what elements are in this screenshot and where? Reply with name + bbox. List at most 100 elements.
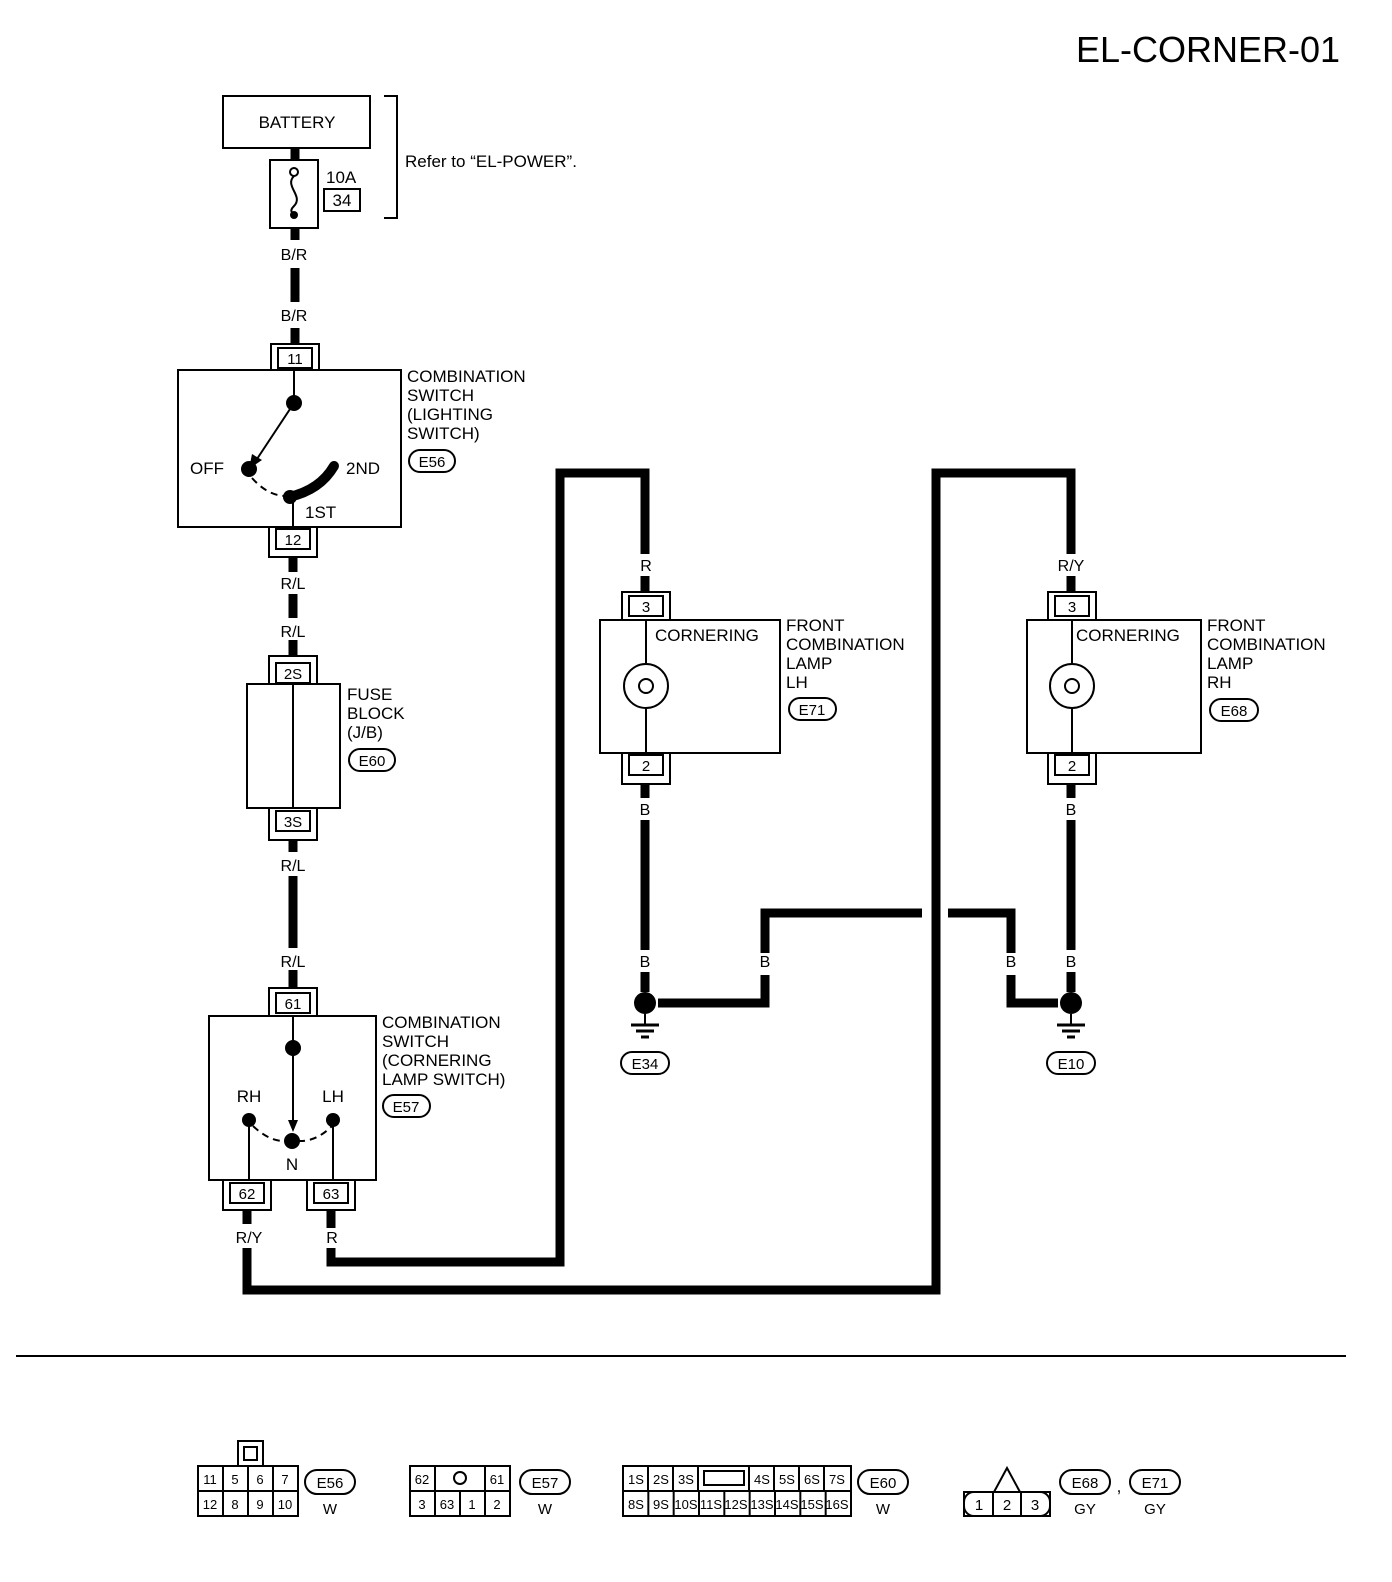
ground-e34: E34 [620,992,670,1075]
connector-id: E60 [870,1475,897,1492]
wire-label: B [1006,954,1017,971]
component-name: COMBINATION [1207,635,1326,654]
cavity-label: 15S [800,1497,823,1512]
cornering-lamp-rh: 3 2 CORNERING FRONT COMBINATION LAMP RH … [1026,591,1326,785]
cavity-label: 3 [418,1497,425,1512]
pin-label: 12 [285,532,302,549]
connector-face-lamp: 1 2 3 E68 GY , E71 GY [963,1465,1181,1518]
component-name: BLOCK [347,704,405,723]
wire-label: R [326,1230,338,1247]
wire-label: B [640,954,651,971]
wire-label: B [1066,802,1077,819]
wire-label: B [640,802,651,819]
pin-label: 62 [239,1186,256,1203]
wire-b-bridge-right-top [948,908,1016,953]
wire-label: R/Y [236,1230,263,1247]
pin-label: 3S [284,814,302,831]
ground-e10: E10 [1046,992,1096,1075]
component-name: COMBINATION [407,367,526,386]
connector-color: W [538,1501,553,1518]
cavity-label: 14S [775,1497,798,1512]
cornering-switch: 61 62 63 RH LH N COMBINATION SWITCH (COR… [208,987,505,1211]
connector-id: E56 [317,1475,344,1492]
component-name: FRONT [786,616,845,635]
component-name: (CORNERING [382,1051,492,1070]
component-name: LAMP [1207,654,1253,673]
switch-position: N [286,1155,298,1174]
cavity-label: 8S [628,1497,644,1512]
battery: BATTERY [222,95,371,149]
wire-label: R/L [281,576,306,593]
cavity-label: 2S [653,1472,669,1487]
connector-face-e60: 1S 2S 3S 4S 5S 6S 7S 8S 9S 10S 11S 12S 1… [622,1465,909,1518]
cavity-label: 3S [678,1472,694,1487]
pin-label: 2 [1068,758,1076,775]
pin-label: 63 [323,1186,340,1203]
component-name: FUSE [347,685,392,704]
cornering-lamp-lh: 3 2 CORNERING FRONT COMBINATION LAMP LH … [599,591,905,785]
wire-labels: B/R B/R R/L R/L R/L R/L R/Y R R B B B R/… [236,247,1085,1247]
wire-label: B [1066,954,1077,971]
cavity-label: 62 [415,1472,429,1487]
fuse-10a: 10A 34 [269,159,361,229]
connector-color: GY [1144,1501,1166,1518]
cavity-label: 2 [1003,1497,1011,1514]
connector-id: E56 [419,454,446,471]
cavity-label: 7 [281,1472,288,1487]
connector-face-e57: 62 61 3 63 1 2 E57 W [409,1465,571,1518]
wire-b-bridge-left-top [760,908,922,953]
cavity-label: 61 [490,1472,504,1487]
component-name: LH [786,673,808,692]
refer-text: Refer to “EL-POWER”. [405,152,577,171]
fuse-number: 34 [333,191,352,210]
refer-bracket: Refer to “EL-POWER”. [384,95,577,219]
connector-id: E71 [799,702,826,719]
component-name: SWITCH [407,386,474,405]
wire-label: R/L [281,954,306,971]
cavity-label: 8 [231,1497,238,1512]
pin-label: 11 [287,351,303,368]
cavity-label: 6S [804,1472,820,1487]
component-name: LAMP [786,654,832,673]
cavity-label: 9S [653,1497,669,1512]
cavity-label: 63 [440,1497,454,1512]
cavity-label: 5S [779,1472,795,1487]
switch-position: 1ST [305,503,336,522]
cavity-label: 10S [674,1497,697,1512]
cavity-label: 1 [468,1497,475,1512]
connector-id: E60 [359,753,386,770]
cavity-label: 13S [750,1497,773,1512]
cavity-label: 1 [975,1497,983,1514]
connector-id: E68 [1072,1475,1099,1492]
cavity-label: 12 [203,1497,217,1512]
cavity-label: 1S [628,1472,644,1487]
wire-label: R [640,558,652,575]
connector-id: E57 [532,1475,559,1492]
cavity-label: 9 [256,1497,263,1512]
wire-label: R/Y [1058,558,1085,575]
component-name: (LIGHTING [407,405,493,424]
cavity-label: 2 [493,1497,500,1512]
switch-position: RH [237,1087,262,1106]
cavity-label: 6 [256,1472,263,1487]
switch-position: 2ND [346,459,380,478]
cavity-label: 11 [203,1472,217,1487]
cavity-label: 3 [1031,1497,1039,1514]
connector-face-e56: 11 5 6 7 12 8 9 10 E56 W [197,1440,356,1518]
fuse-block: 2S 3S FUSE BLOCK (J/B) E60 [246,655,405,841]
cavity-label: 10 [278,1497,292,1512]
connector-id: E68 [1221,703,1248,720]
lamp-inner-label: CORNERING [1076,626,1180,645]
component-name: SWITCH) [407,424,480,443]
wiring [242,148,1076,1295]
lamp-inner-label: CORNERING [655,626,759,645]
fuse-rating: 10A [326,168,357,187]
diagram-title: EL-CORNER-01 [1076,29,1340,70]
wire-label: R/L [281,858,306,875]
connector-id: E71 [1142,1475,1169,1492]
component-name: LAMP SWITCH) [382,1070,505,1089]
ground-id: E10 [1058,1056,1085,1073]
wire-label: R/L [281,624,306,641]
cavity-label: 16S [825,1497,848,1512]
connector-color: GY [1074,1501,1096,1518]
